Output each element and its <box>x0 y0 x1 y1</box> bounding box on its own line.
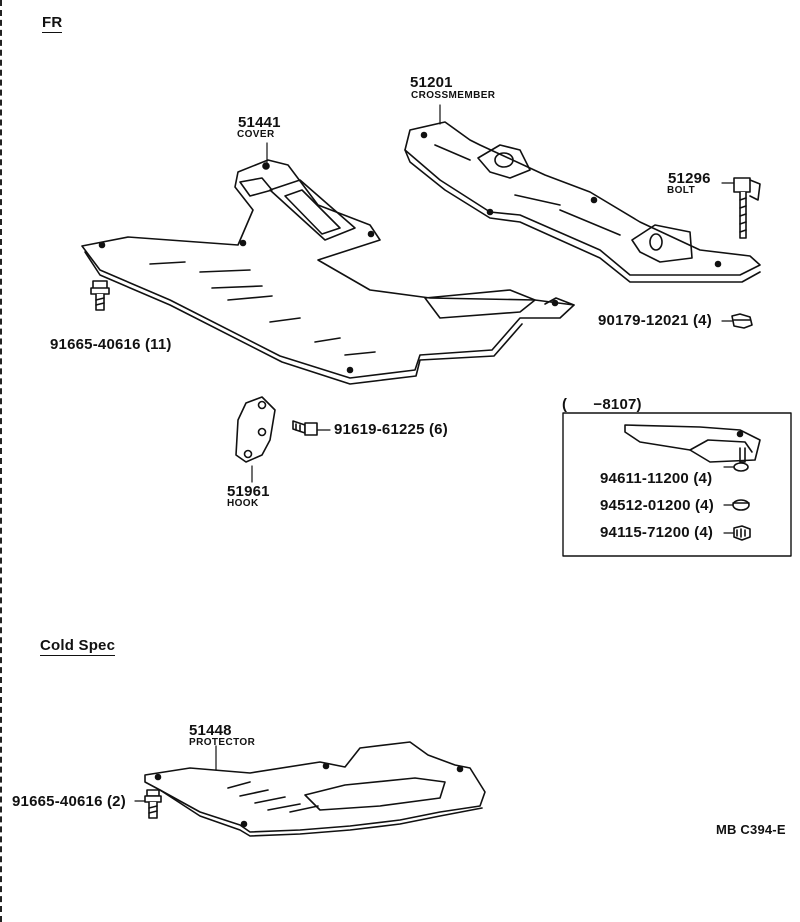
bolt-part-name: BOLT <box>667 185 696 196</box>
bolt-protector-icon <box>134 789 162 819</box>
inset-item-washer: 94611-11200 (4) <box>600 470 713 487</box>
callout-bolt-cover: 91665-40616 (11) <box>50 336 172 353</box>
hook-part-number: 51961 <box>227 483 270 500</box>
protector-part-number: 51448 <box>189 722 232 739</box>
inset-title: ( −8107) <box>562 396 642 413</box>
bolt-part-number: 51296 <box>668 170 711 187</box>
hook-part-name: HOOK <box>227 498 259 509</box>
cold-spec-heading: Cold Spec <box>40 637 116 656</box>
inset-box <box>562 412 792 557</box>
callout-bolt-protector: 91665-40616 (2) <box>12 793 126 810</box>
bolt-51296-icon <box>721 177 761 239</box>
inset-item-nut: 94115-71200 (4) <box>600 524 714 541</box>
callout-nut-crossmember: 90179-12021 (4) <box>598 312 712 329</box>
cold-spec-protector <box>144 741 486 837</box>
bolt-91665-40616-icon <box>90 280 110 311</box>
protector-part-name: PROTECTOR <box>189 737 256 748</box>
bolt-91619-61225-icon <box>292 420 331 436</box>
left-dashed-border <box>0 0 5 922</box>
inset-item-lock-washer: 94512-01200 (4) <box>600 497 714 514</box>
front-crossmember <box>404 104 761 283</box>
diagram-code: MB C394-E <box>716 822 786 837</box>
callout-bolt-hook: 91619-61225 (6) <box>334 421 448 438</box>
crossmember-part-number: 51201 <box>410 74 453 91</box>
cover-part-name: COVER <box>237 129 275 140</box>
cover-part-number: 51441 <box>238 114 281 131</box>
engine-under-cover <box>81 142 575 385</box>
nut-90179-12021-icon <box>721 313 753 329</box>
fr-heading: FR <box>42 14 63 33</box>
tow-hook-plate <box>235 396 276 483</box>
crossmember-part-name: CROSSMEMBER <box>411 90 496 101</box>
